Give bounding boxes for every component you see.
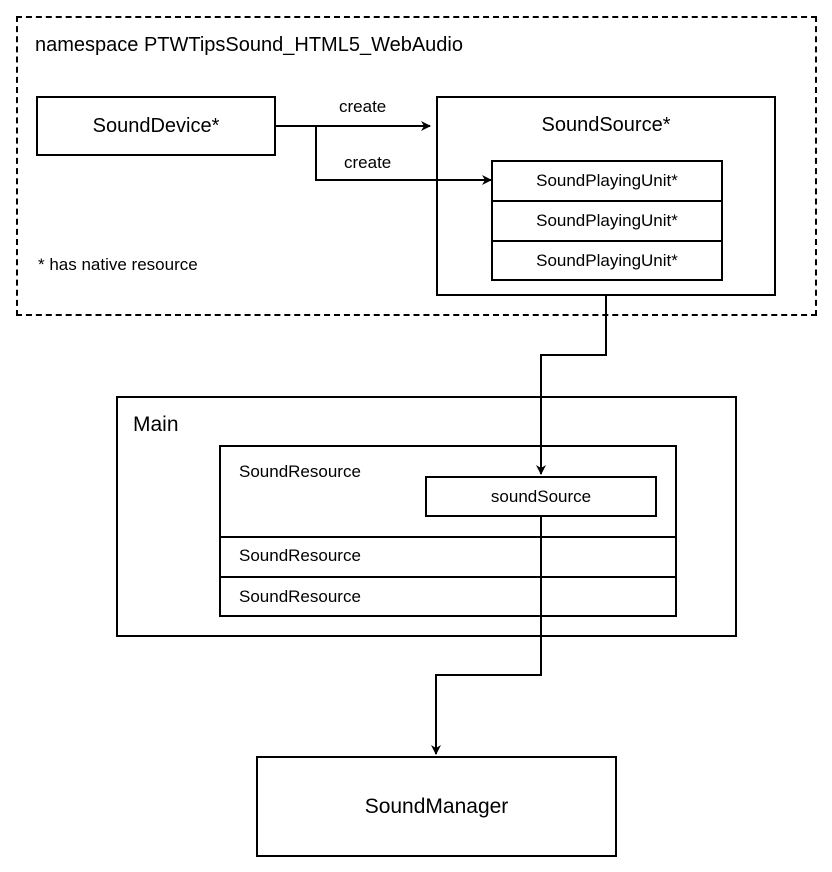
sound-device-box: SoundDevice*	[36, 96, 276, 156]
namespace-container	[16, 16, 817, 316]
sound-device-label: SoundDevice*	[92, 114, 220, 137]
namespace-title: namespace PTWTipsSound_HTML5_WebAudio	[35, 34, 463, 56]
sound-manager-box: SoundManager	[256, 756, 617, 857]
sound-playing-unit-1: SoundPlayingUnit*	[491, 160, 723, 202]
main-title: Main	[133, 413, 179, 436]
sound-resource-label-3: SoundResource	[239, 587, 361, 606]
sound-playing-unit-2: SoundPlayingUnit*	[491, 200, 723, 242]
sound-playing-unit-3: SoundPlayingUnit*	[491, 240, 723, 281]
sound-manager-label: SoundManager	[364, 794, 509, 818]
sound-source-label: SoundSource*	[541, 114, 671, 136]
sound-source-member-box: soundSource	[425, 476, 657, 517]
create-label-2: create	[344, 153, 392, 172]
sound-playing-unit-label: SoundPlayingUnit*	[536, 250, 678, 270]
native-resource-note: * has native resource	[38, 255, 198, 274]
create-label-1: create	[339, 97, 387, 116]
sound-playing-unit-label: SoundPlayingUnit*	[536, 211, 678, 230]
sound-source-member-label: soundSource	[490, 486, 592, 506]
sound-resource-label-2: SoundResource	[239, 546, 361, 565]
sound-resource-label-1: SoundResource	[239, 462, 361, 481]
sound-playing-unit-label: SoundPlayingUnit*	[536, 171, 678, 190]
